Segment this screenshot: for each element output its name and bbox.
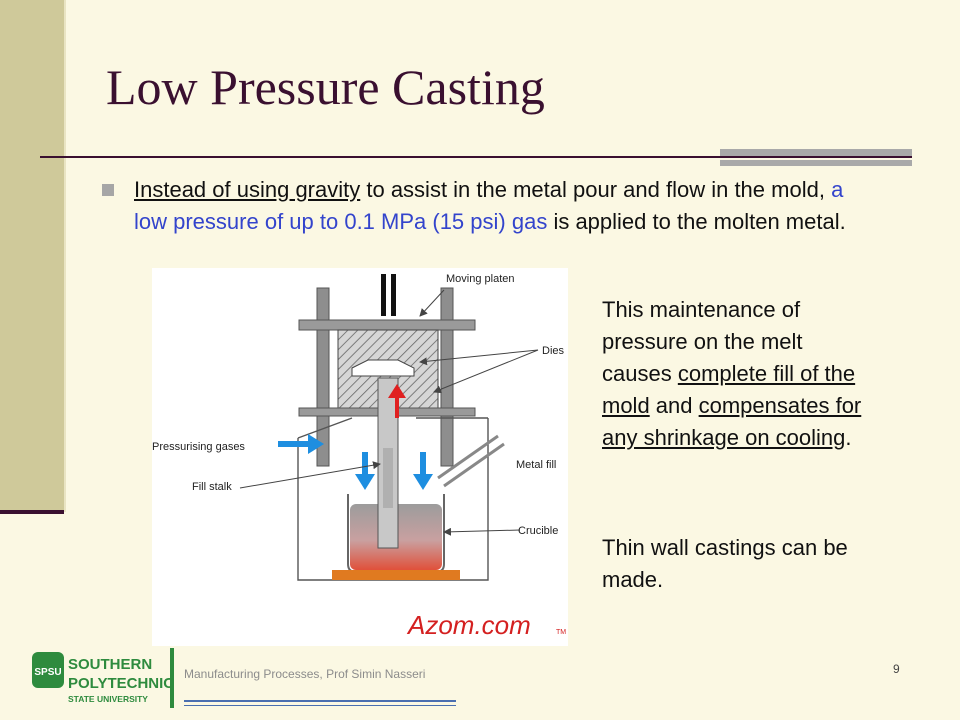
label-moving-platen: Moving platen (446, 273, 515, 285)
footer-text: Manufacturing Processes, Prof Simin Nass… (184, 667, 426, 681)
leader-moving-platen (419, 289, 445, 317)
metal-fill-pipe (437, 434, 505, 488)
casting-diagram-svg: Moving platen Dies Pressurising gases Me… (152, 273, 566, 640)
bullet-text-end: is applied to the molten metal. (547, 209, 846, 234)
guide-column-right (440, 287, 454, 467)
label-metal-fill: Metal fill (516, 459, 556, 471)
svg-text:STATE UNIVERSITY: STATE UNIVERSITY (68, 694, 148, 704)
bullet-underlined-phrase: Instead of using gravity (134, 177, 361, 202)
label-dies: Dies (542, 345, 565, 357)
leader-crucible (443, 527, 521, 536)
left-decor-rule (0, 510, 64, 514)
slide-title: Low Pressure Casting (106, 59, 545, 115)
label-fill-stalk: Fill stalk (192, 481, 232, 493)
right-text-and: and (649, 393, 699, 418)
pressure-down-arrow-left-icon (355, 452, 375, 490)
top-pin-right (391, 274, 396, 316)
metal-rise-arrow-icon (388, 384, 406, 418)
right-underlined-shrinkage: compensates for any shrinkage on cooling (602, 393, 862, 450)
svg-text:SOUTHERN: SOUTHERN (68, 656, 152, 673)
azom-watermark-tm: TM (556, 629, 566, 636)
gas-inlet-arrow-icon (278, 434, 324, 454)
right-text-period: . (845, 425, 852, 450)
bullet-highlight-phrase: a low pressure of up to 0.1 MPa (15 psi)… (134, 177, 844, 234)
label-crucible: Crucible (518, 525, 558, 537)
footer-rule (184, 700, 456, 702)
right-underlined-fill: complete fill of the mold (602, 361, 856, 418)
pressure-down-arrow-right-icon (413, 452, 433, 490)
top-platen (298, 319, 476, 331)
footer-rule-thin (184, 705, 456, 706)
right-paragraph-1: This maintenance of pressure on the melt… (602, 294, 872, 454)
right-paragraph-2: Thin wall castings can be made. (602, 535, 848, 592)
leader-dies-1 (419, 349, 539, 366)
metal-in-stalk (383, 448, 393, 508)
mold-cavity (351, 359, 415, 377)
bullet-square-icon (102, 184, 114, 196)
page-number: 9 (893, 662, 900, 676)
bullet-text: Instead of using gravity to assist in th… (134, 174, 862, 238)
svg-text:SPSU: SPSU (34, 667, 61, 678)
leader-fill-stalk (239, 461, 381, 489)
leader-dies-2 (433, 349, 539, 394)
title-accent-bar-lower (720, 160, 912, 166)
casting-diagram: Moving platen Dies Pressurising gases Me… (152, 268, 568, 646)
title-accent-bar (720, 149, 912, 156)
top-pin-left (381, 274, 386, 316)
university-logo: SPSU SOUTHERN POLYTECHNIC STATE UNIVERSI… (32, 648, 174, 708)
spsu-logo-icon: SPSU SOUTHERN POLYTECHNIC STATE UNIVERSI… (32, 652, 174, 704)
left-decor-bar (0, 0, 66, 512)
azom-watermark: Azom.com (406, 610, 531, 640)
logo-divider (170, 648, 174, 708)
svg-text:POLYTECHNIC: POLYTECHNIC (68, 675, 172, 692)
title-rule (40, 156, 912, 158)
guide-column-left (316, 287, 330, 467)
label-pressurising-gases: Pressurising gases (152, 441, 245, 453)
right-text-part: This maintenance of pressure on the melt… (602, 297, 803, 386)
bullet-text-part: to assist in the metal pour and flow in … (360, 177, 832, 202)
bullet-item: Instead of using gravity to assist in th… (102, 174, 862, 238)
heater-base (332, 570, 460, 580)
